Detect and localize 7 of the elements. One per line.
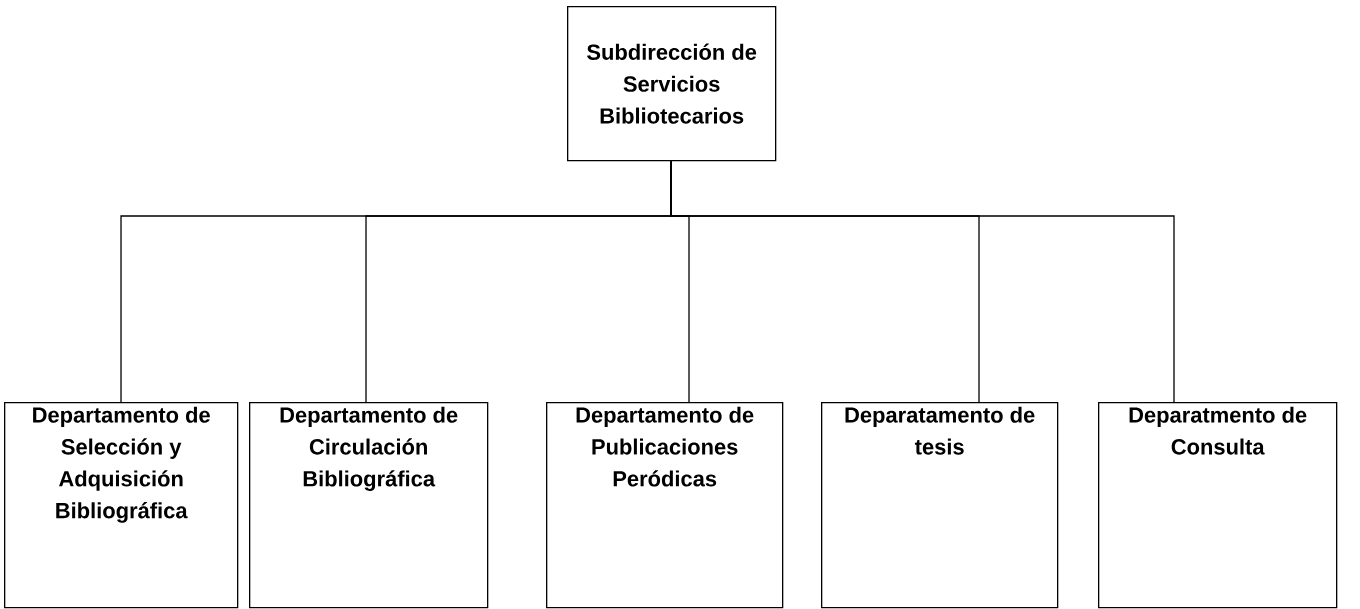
org-box: Deparatmento de Consulta (1098, 402, 1338, 609)
org-box: Deparatamento de tesis (821, 402, 1059, 609)
org-box: Departamento de Selección y Adquisición Bibliográfica (4, 402, 239, 609)
org-box: Departamento de Circulación Bibliográfica (249, 402, 489, 609)
org-box: Departamento de Publicaciones Peródicas (546, 402, 784, 609)
connector-line (670, 160, 1175, 403)
org-box: Subdirección de Servicios Bibliotecarios (567, 6, 777, 162)
